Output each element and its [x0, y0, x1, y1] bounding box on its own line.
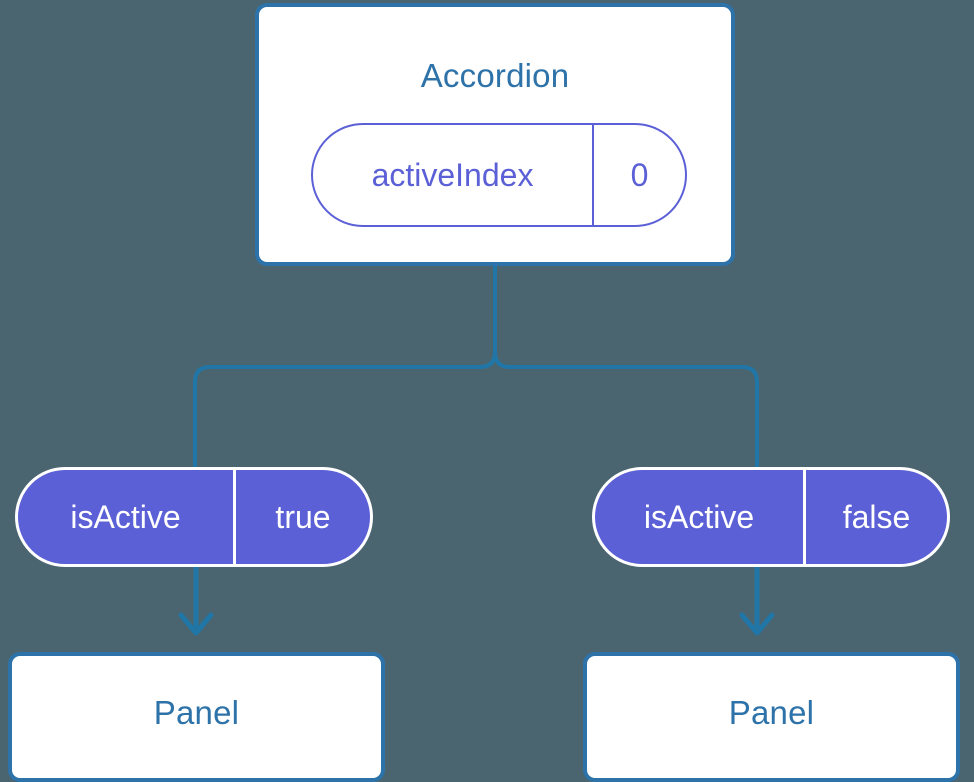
edge-root-to-branches: [193, 264, 497, 469]
prop-key-is-active-right: isActive: [643, 498, 755, 535]
arrow-left-pill-to-panel: [178, 567, 214, 636]
edge-root-to-branch-right: [493, 264, 759, 469]
prop-pill-is-active-true[interactable]: isActive true: [15, 467, 373, 567]
prop-value-active-index: 0: [592, 125, 685, 225]
arrow-right-pill-to-panel: [739, 567, 775, 636]
component-title-panel-right: Panel: [728, 694, 815, 731]
prop-value-is-active-right: false: [803, 470, 947, 564]
component-title-panel-left: Panel: [153, 694, 240, 731]
component-title-accordion: Accordion: [420, 57, 570, 94]
component-node-accordion[interactable]: Accordion activeIndex 0: [255, 3, 735, 266]
prop-value-is-active-left: true: [233, 470, 370, 564]
component-node-panel-left[interactable]: Panel: [8, 652, 385, 782]
component-node-panel-right[interactable]: Panel: [583, 652, 960, 782]
prop-pill-is-active-false[interactable]: isActive false: [592, 467, 950, 567]
prop-key-is-active-left: isActive: [70, 498, 181, 535]
prop-pill-active-index[interactable]: activeIndex 0: [311, 123, 687, 227]
prop-key-active-index: activeIndex: [371, 156, 534, 193]
